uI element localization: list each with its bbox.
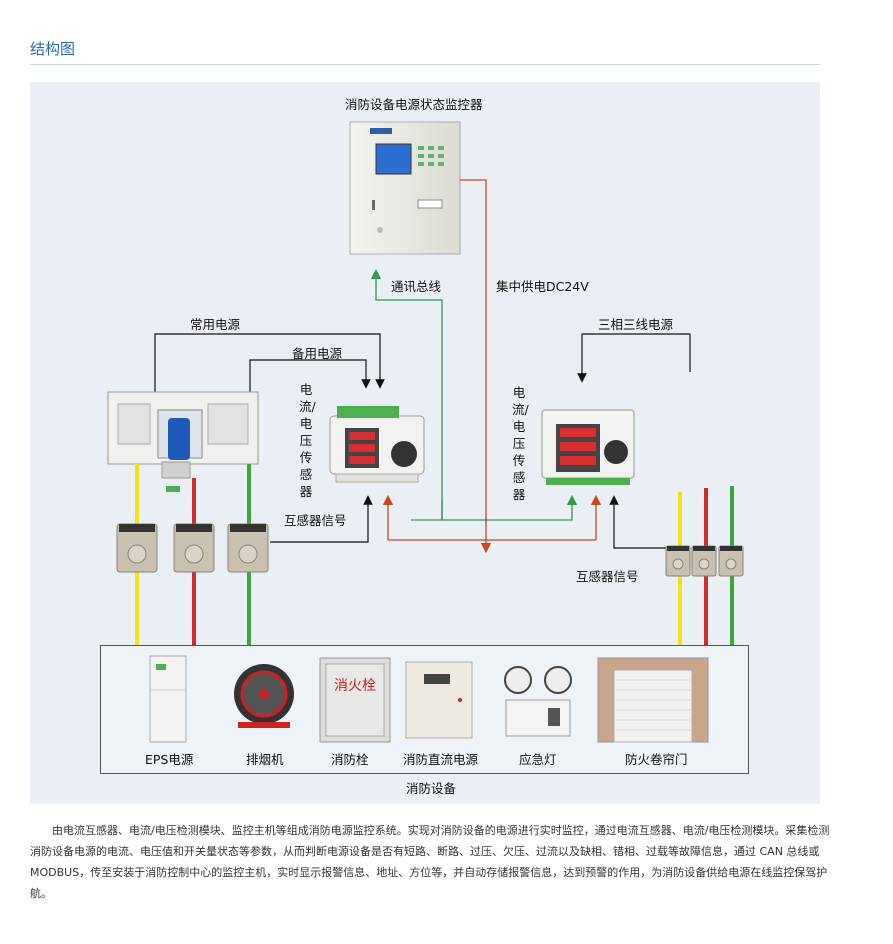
ct-signal-right-label: 互感器信号	[576, 569, 639, 584]
equipment-label-smoke-fan: 排烟机	[246, 752, 284, 767]
ct-signal-left-label: 互感器信号	[284, 513, 347, 528]
backup-power-label: 备用电源	[292, 346, 343, 361]
ct-red-phase	[173, 523, 215, 573]
emergency-light-icon	[504, 666, 572, 737]
equipment-label-dc-power: 消防直流电源	[403, 752, 479, 767]
smoke-fan-icon	[234, 664, 294, 728]
description-paragraph: 由电流互感器、电流/电压检测模块、监控主机等组成消防电源监控系统。实现对消防设备…	[30, 824, 830, 900]
normal-power-line	[154, 333, 385, 392]
three-phase-label: 三相三线电源	[598, 317, 674, 332]
central-supply-label: 集中供电DC24V	[496, 279, 589, 294]
equipment-caption: 消防设备	[406, 781, 457, 796]
rolling-shutter-icon	[597, 657, 709, 743]
three-phase-line	[577, 333, 691, 383]
transfer-switch	[107, 391, 259, 492]
central-supply-line	[382, 179, 602, 554]
equipment-label-emergency-light: 应急灯	[519, 752, 557, 767]
eps-cabinet-icon	[149, 655, 187, 743]
ct-green-phase	[227, 523, 269, 573]
left-current-transformers	[116, 523, 269, 573]
comm-bus-line	[370, 268, 578, 521]
hydrant-cabinet-icon: 消火栓	[319, 657, 391, 743]
comm-bus-label: 通讯总线	[391, 279, 442, 294]
section-title: 结构图	[30, 40, 76, 58]
equipment-label-hydrant: 消防栓	[331, 752, 369, 767]
normal-power-label: 常用电源	[190, 317, 241, 332]
ct-signal-left-line	[270, 495, 373, 543]
monitor-title: 消防设备电源状态监控器	[345, 97, 483, 112]
left-sensor-label: 电流/电压传感器	[299, 382, 316, 499]
backup-power-line	[249, 359, 371, 392]
right-current-transformers	[665, 545, 744, 577]
ct-yellow-phase	[116, 523, 158, 573]
hydrant-sign-text: 消火栓	[334, 678, 376, 694]
equipment-label-shutter-door: 防火卷帘门	[625, 752, 688, 767]
equipment-label-eps: EPS电源	[145, 752, 194, 767]
monitor-host-cabinet	[349, 121, 461, 255]
title-divider	[30, 64, 820, 65]
left-sensor-module	[329, 406, 425, 483]
dc-power-box-icon	[405, 661, 473, 739]
right-sensor-label: 电流/电压传感器	[512, 385, 529, 502]
ct-signal-right-line	[609, 495, 680, 549]
right-sensor-module	[541, 409, 635, 485]
